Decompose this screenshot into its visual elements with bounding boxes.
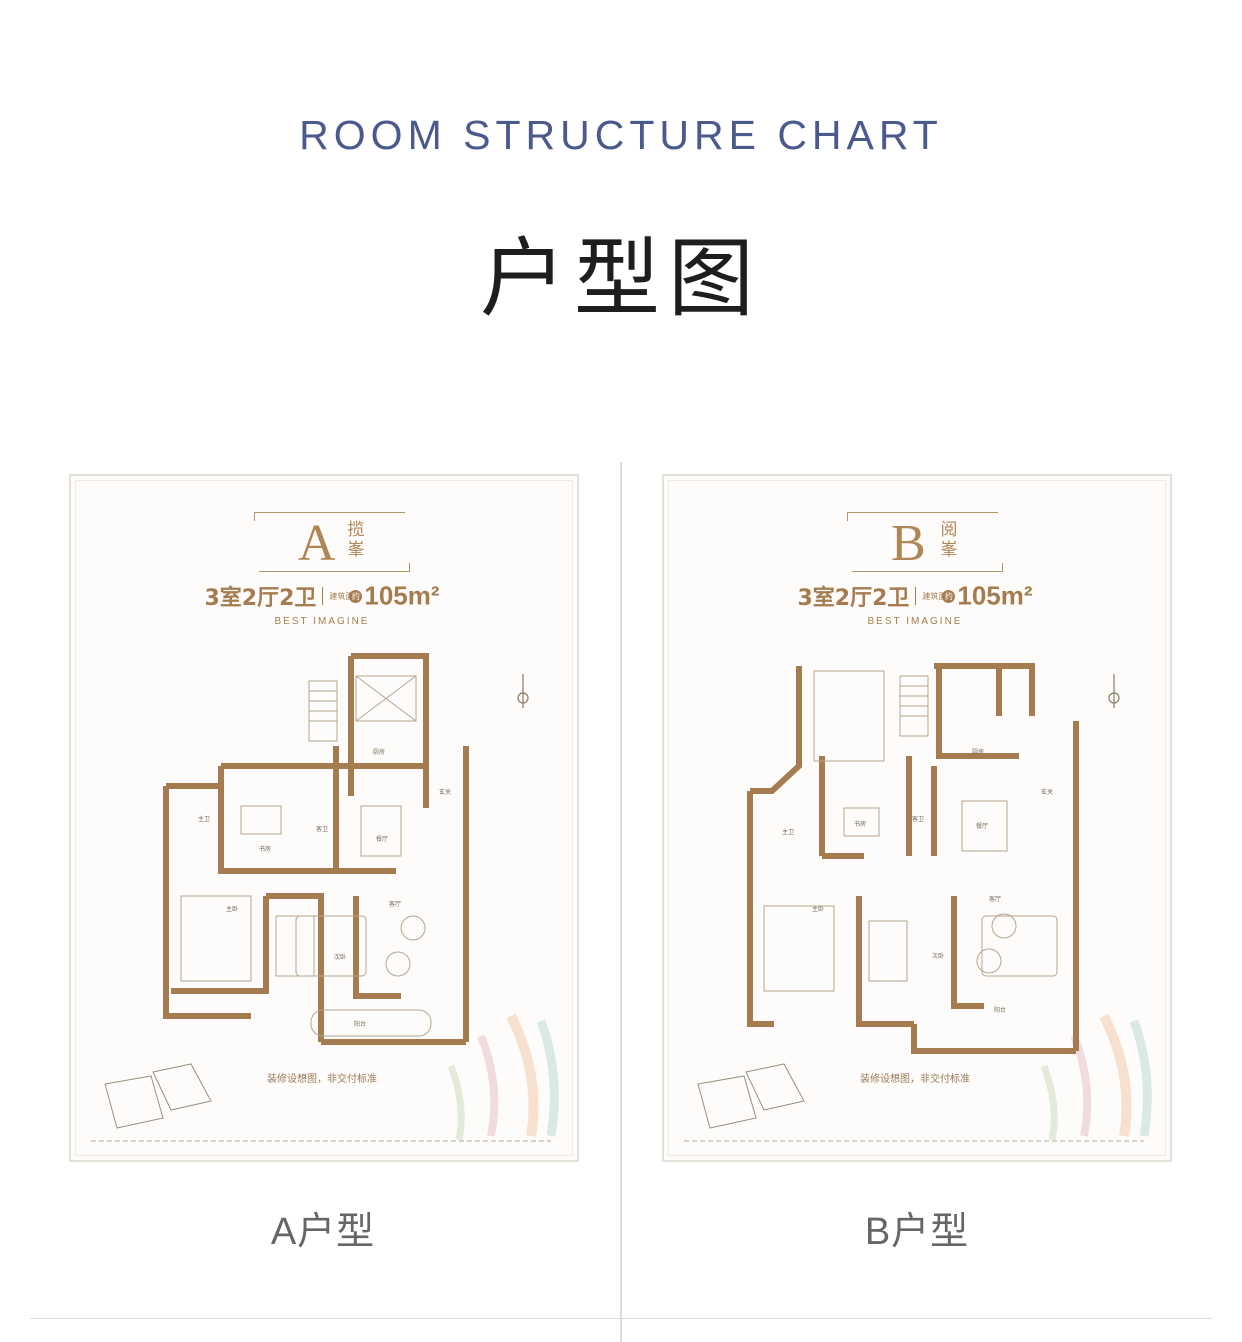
label-master-bed: 主卧	[226, 905, 238, 913]
plan-name: 阅峯	[940, 520, 958, 560]
label-study: 书房	[854, 820, 866, 828]
caption-a: A户型	[270, 1211, 376, 1253]
label-dining: 餐厅	[976, 822, 988, 830]
feather-decoration	[447, 1013, 559, 1141]
approx-badge: 约	[349, 589, 363, 603]
plan-name: 揽峯	[347, 520, 365, 560]
approx-badge: 约	[942, 589, 956, 603]
label-master-bath: 主卫	[782, 828, 794, 836]
plan-letter: B	[891, 515, 926, 572]
compass-icon	[517, 674, 529, 708]
floorplan-drawing-a: 厨房 玄关 主卫 书房 客卫 餐厅 主卧 次卧 客厅 阳台	[104, 653, 559, 1141]
card-frame	[75, 480, 573, 1156]
label-foyer: 玄关	[1041, 788, 1053, 796]
caption-b: B户型	[864, 1211, 970, 1253]
label-living: 客厅	[989, 895, 1001, 903]
label-kitchen: 厨房	[373, 748, 385, 756]
room-count: 3室2厅2卫	[204, 586, 317, 611]
floorplan-drawing-b: 厨房 玄关 主卫 书房 客卫 餐厅 主卧 次卧 客厅 阳台	[697, 663, 1152, 1141]
floorplan-walls	[747, 663, 1079, 1054]
fine-print	[91, 1140, 551, 1142]
label-balcony: 阳台	[354, 1020, 366, 1028]
label-master-bed: 主卧	[812, 905, 824, 913]
compass-icon	[1108, 674, 1120, 708]
label-foyer: 玄关	[439, 788, 451, 796]
room-count: 3室2厅2卫	[797, 586, 910, 611]
plan-tagline: BEST IMAGINE	[867, 616, 963, 627]
section-title: 户型图	[480, 229, 762, 329]
plan-badge: A 揽峯	[254, 512, 410, 572]
area-label: 建筑面积	[922, 591, 955, 601]
plan-letter: A	[298, 515, 336, 572]
floorplan-furniture	[763, 670, 1058, 992]
label-study: 书房	[259, 845, 271, 853]
floorplan-walls	[163, 653, 469, 1045]
label-guest-bath: 客卫	[912, 815, 924, 823]
label-dining: 餐厅	[376, 835, 388, 843]
label-second-bed: 次卧	[334, 953, 346, 961]
label-second-bed: 次卧	[932, 952, 944, 960]
bottom-divider	[30, 1318, 1212, 1319]
label-balcony: 阳台	[994, 1006, 1006, 1014]
plan-tagline: BEST IMAGINE	[274, 616, 370, 627]
area-label: 建筑面积	[329, 591, 362, 601]
plan-badge: B 阅峯	[847, 512, 1003, 572]
plan-disclaimer: 装修设想图，非交付标准	[267, 1074, 377, 1085]
floorplan-furniture	[180, 675, 432, 1037]
label-kitchen: 厨房	[972, 748, 984, 756]
card-frame	[668, 480, 1166, 1156]
keyplan-icon	[104, 1063, 212, 1129]
keyplan-icon	[697, 1063, 805, 1129]
plan-disclaimer: 装修设想图，非交付标准	[860, 1074, 970, 1085]
area-value: 105m²	[957, 580, 1033, 611]
area-value: 105m²	[364, 580, 440, 611]
fine-print	[684, 1140, 1144, 1142]
label-living: 客厅	[389, 900, 401, 908]
section-subtitle-en: ROOM STRUCTURE CHART	[299, 112, 943, 158]
label-guest-bath: 客卫	[316, 825, 328, 833]
vertical-divider	[620, 462, 622, 1342]
label-master-bath: 主卫	[198, 815, 210, 823]
